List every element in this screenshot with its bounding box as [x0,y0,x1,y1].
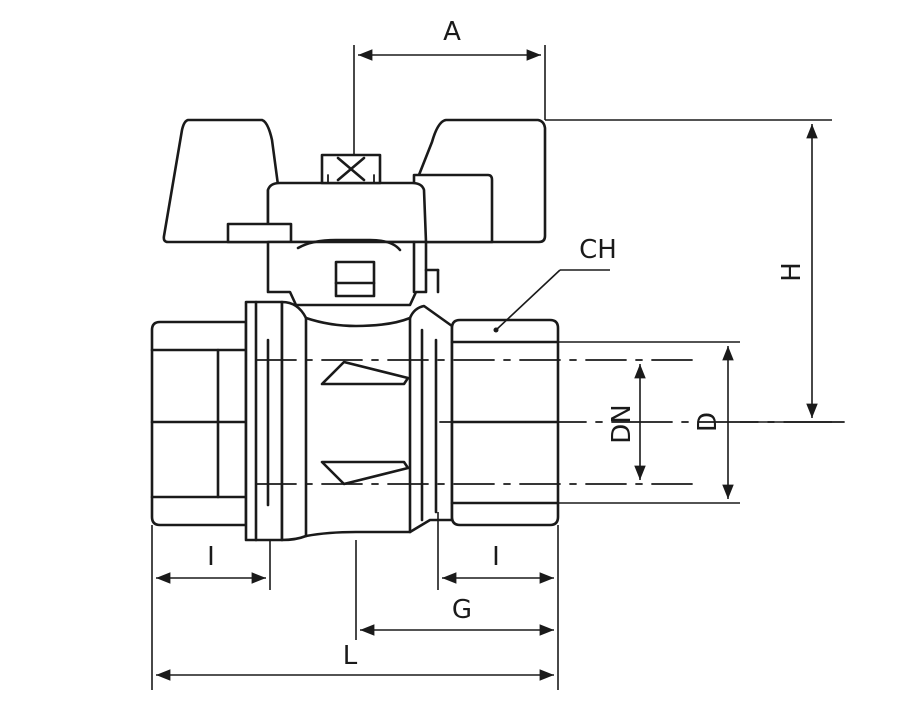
label-A: A [443,17,461,47]
dimension-A: A [353,17,546,155]
label-I-right: I [492,542,500,572]
dimension-H: H [545,119,832,423]
label-I-left: I [207,542,215,572]
dimension-CH: CH [493,235,617,333]
label-G: G [452,595,472,625]
left-union-flange [244,300,284,542]
dimension-I-left: I [151,525,271,690]
label-L: L [343,641,358,671]
handle-lever-block [412,173,494,244]
dimension-I-right: I [437,512,559,690]
left-hex-end [150,320,248,527]
handle-left-tab [226,222,293,244]
butterfly-handle [162,118,547,244]
label-CH: CH [579,235,617,265]
right-hex-end [450,318,560,527]
stem-nut-lower [334,260,376,298]
label-H: H [777,262,807,282]
valve-stem [266,238,440,307]
handle-wing-left [162,118,280,244]
valve-main-body [280,300,454,542]
ball-wedge-top [320,360,410,386]
label-D: D [693,412,723,432]
ball-wedge-bottom [320,460,410,486]
dimension-D: D [558,341,740,504]
dimension-DN: DN [607,364,646,480]
label-DN: DN [607,404,637,443]
handle-hub [266,181,428,244]
dimension-L: L [156,641,554,681]
dimension-G: G [355,540,554,640]
